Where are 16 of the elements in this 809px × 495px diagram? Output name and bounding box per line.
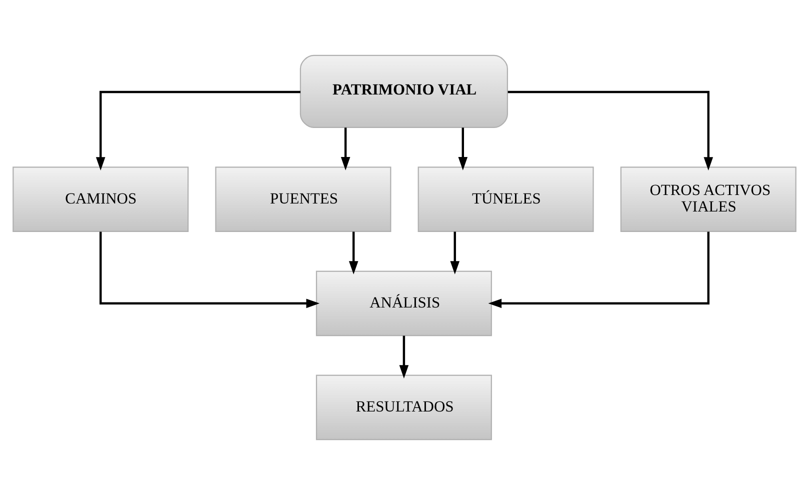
arrow [450,232,460,274]
arrow [340,128,350,170]
arrow [100,232,320,308]
node-box: PATRIMONIO VIAL [300,54,508,128]
node-box: OTROS ACTIVOS VIALES [620,166,796,232]
arrow [508,90,714,170]
arrow [96,90,300,170]
arrow [488,232,710,308]
arrow [399,336,409,378]
arrow [458,128,468,170]
node-box: CAMINOS [12,166,189,232]
node-box: ANÁLISIS [316,270,492,336]
node-box: PUENTES [215,166,392,232]
arrow [348,232,358,274]
node-box: RESULTADOS [316,374,492,440]
node-box: TÚNELES [418,166,594,232]
